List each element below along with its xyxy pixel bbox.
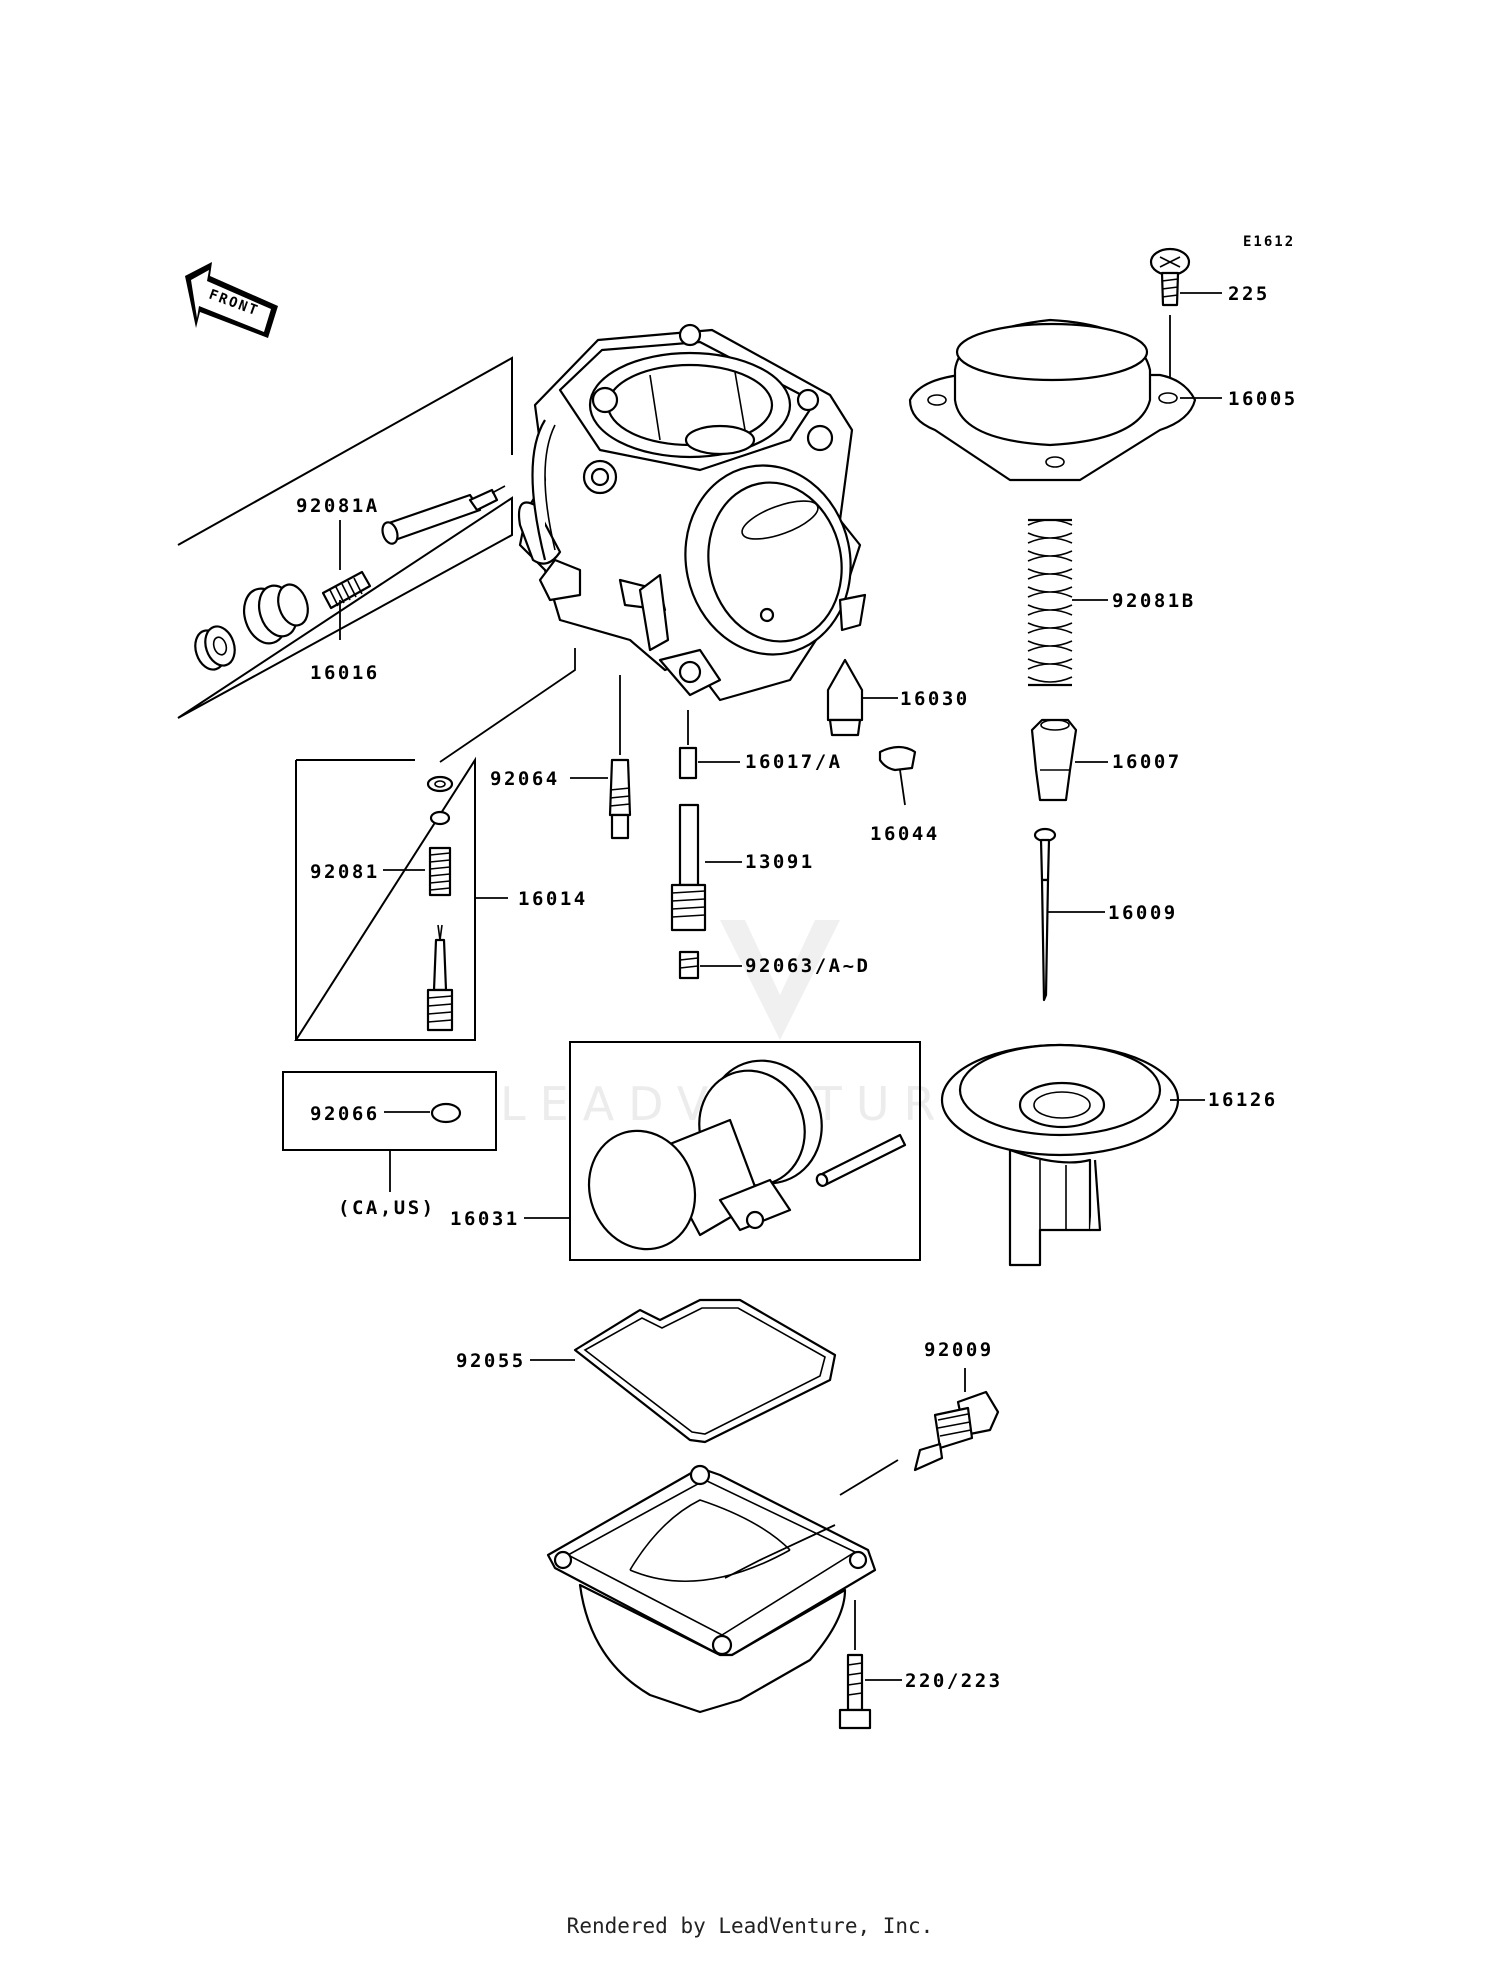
16014-assembly [294,648,576,1041]
label-16005: 16005 [1228,388,1298,410]
label-92009: 92009 [924,1339,994,1361]
16017A-jet [678,710,740,780]
label-16016: 16016 [310,662,380,684]
16007-holder [1030,718,1108,802]
label-16044: 16044 [870,823,940,845]
label-16030: 16030 [900,688,970,710]
label-92081B: 92081B [1112,590,1196,612]
16031-throttle-assembly [524,1041,921,1261]
label-92066: 92066 [310,1103,380,1125]
front-arrow-icon: FRONT [185,262,278,338]
92066-box [282,1071,497,1192]
pilot-screw-assembly [177,356,513,719]
label-92064: 92064 [490,768,560,790]
carburetor-body [517,323,867,702]
92009-screw [913,1368,1000,1472]
label-16014: 16014 [518,888,588,910]
label-16126: 16126 [1208,1089,1278,1111]
label-92063: 92063/A~D [745,955,870,977]
label-220-223: 220/223 [905,1670,1003,1692]
92055-gasket [530,1298,837,1444]
label-225: 225 [1228,283,1270,305]
footer-credit: Rendered by LeadVenture, Inc. [566,1914,934,1938]
16126-diaphragm-slide [940,1043,1205,1267]
label-caus: (CA,US) [338,1197,436,1219]
13091-needle-jet [670,803,742,932]
220-223-screw [838,1600,902,1730]
diagram-id: E1612 [1243,234,1295,250]
label-16009: 16009 [1108,902,1178,924]
16005-top-cover [908,318,1222,482]
label-92081: 92081 [310,861,380,883]
float-bowl [546,1459,899,1714]
label-16017A: 16017/A [745,751,843,773]
label-92055: 92055 [456,1350,526,1372]
label-16007: 16007 [1112,751,1182,773]
label-92081A: 92081A [296,495,380,517]
225-screw [1149,247,1222,385]
label-16031: 16031 [450,1208,520,1230]
16030-float-valve [826,658,898,737]
16044-clip [878,745,917,806]
16009-needle [1033,827,1105,1002]
92081B-spring [1027,518,1108,687]
label-13091: 13091 [745,851,815,873]
92064-jet [570,675,632,840]
92063-jet [678,950,742,980]
